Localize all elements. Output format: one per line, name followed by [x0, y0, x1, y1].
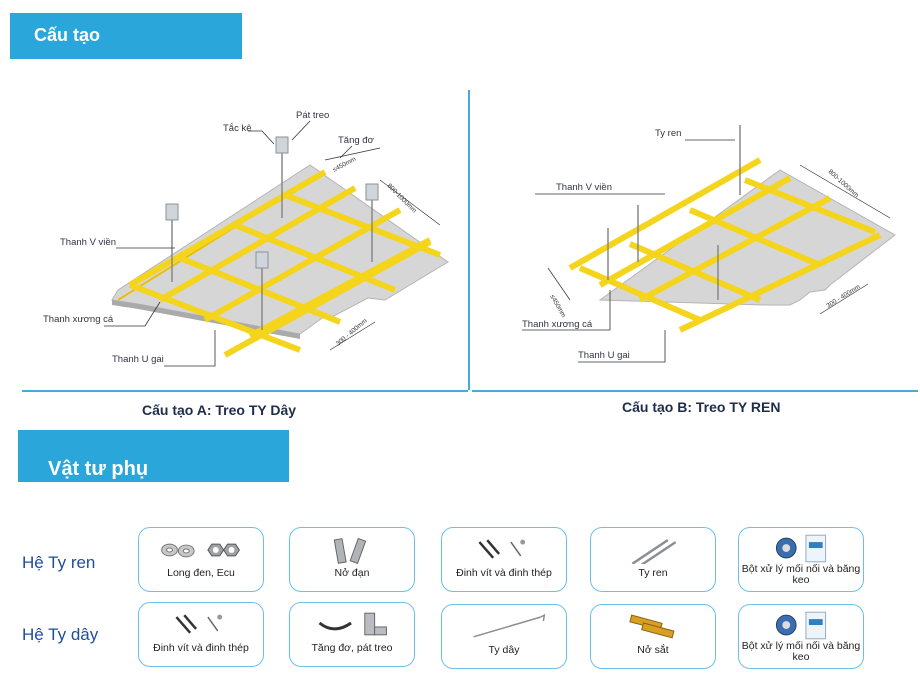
card-ty-day: Ty dây — [441, 604, 567, 669]
washer-nut-icon — [161, 543, 240, 558]
frame-bar — [598, 175, 792, 288]
item-label: Long đen, Ecu — [167, 567, 235, 579]
frame-bar — [688, 207, 822, 268]
card-bot-xu-ly: Bột xử lý mối nối và băng keo — [738, 527, 864, 592]
diagram-b: Ty ren Thanh V viền Thanh xương cá Thanh… — [522, 125, 896, 363]
hanger-bracket — [365, 183, 379, 201]
hanger-bracket — [165, 203, 179, 221]
structure-title: Cấu tạo — [34, 25, 101, 45]
label-tac-ke: Tắc kê — [223, 123, 252, 134]
item-label: Nở sắt — [637, 644, 669, 656]
row-label-ty-day: Hệ Ty dây — [22, 625, 99, 644]
card-dinh-vit: Đinh vít và đinh thép — [441, 527, 567, 592]
hanger-bracket — [255, 251, 269, 269]
screw-icon — [478, 539, 526, 559]
divider-right — [472, 390, 918, 392]
frame-bar — [578, 265, 702, 323]
item-label: Bột xử lý mối nối và băng keo — [741, 640, 861, 663]
structure-banner: Cấu tạo — [10, 13, 242, 59]
card-bot-xu-ly-2: Bột xử lý mối nối và băng keo — [738, 604, 864, 669]
row-label-ty-ren: Hệ Ty ren — [22, 553, 96, 572]
item-label: Đinh vít và đinh thép — [456, 567, 552, 579]
label-thanh-u-gai: Thanh U gai — [578, 350, 630, 361]
frame-bar — [128, 169, 327, 288]
frame-bar — [568, 157, 762, 271]
dim-a-2: 800-1000mm — [386, 182, 418, 214]
screw-icon — [175, 614, 223, 634]
card-long-den-ecu: Long đen, Ecu — [138, 527, 264, 592]
label-thanh-v-vien: Thanh V viền — [556, 182, 612, 193]
accessories-banner: Vật tư phụ — [18, 430, 289, 482]
frame-bar — [283, 192, 442, 258]
joint-compound-icon — [775, 611, 827, 640]
accessories-title: Vật tư phụ — [48, 458, 149, 480]
dim-b-3: 300 - 400mm — [825, 283, 861, 309]
steel-anchor-icon — [629, 614, 675, 639]
label-thanh-u-gai: Thanh U gai — [112, 354, 164, 365]
item-label: Ty ren — [638, 567, 668, 579]
card-no-dan: Nở đạn — [289, 527, 415, 592]
item-label: Tăng đơ, pát treo — [311, 642, 393, 654]
label-tang-do: Tăng đơ — [338, 135, 374, 146]
label-ty-ren: Ty ren — [655, 128, 681, 139]
item-label: Bột xử lý mối nối và băng keo — [741, 563, 861, 586]
hanger-icon — [318, 612, 387, 636]
card-tang-do: Tăng đơ, pát treo — [289, 602, 415, 667]
dim-a-1: ≤450mm — [332, 156, 358, 174]
diagram-a: Tắc kê Pát treo Tăng đơ Thanh V viền Tha… — [43, 110, 449, 367]
label-thanh-xuong-ca: Thanh xương cá — [522, 319, 593, 330]
label-thanh-v-vien: Thanh V viền — [60, 237, 116, 248]
card-no-sat: Nở sắt — [590, 604, 716, 669]
frame-bar — [628, 241, 762, 303]
card-ty-ren: Ty ren — [590, 527, 716, 592]
hanger-bracket — [275, 136, 289, 154]
card-dinh-vit-2: Đinh vít và đinh thép — [138, 602, 264, 667]
item-label: Ty dây — [488, 644, 520, 656]
label-thanh-xuong-ca: Thanh xương cá — [43, 314, 114, 325]
divider-left — [22, 390, 468, 392]
caption-b: Cấu tạo B: Treo TY REN — [622, 399, 781, 415]
frame-bar — [743, 177, 877, 235]
frame-bar — [223, 239, 432, 358]
dim-b-1: ≤450mm — [548, 294, 567, 319]
item-label: Nở đạn — [334, 567, 370, 579]
item-label: Đinh vít và đinh thép — [153, 642, 249, 654]
anchor-icon — [333, 537, 367, 564]
threaded-rod-icon — [631, 539, 677, 564]
frame-bar — [178, 255, 342, 325]
label-pat-treo: Pát treo — [296, 110, 329, 121]
wire-rod-icon — [473, 613, 546, 638]
caption-a: Cấu tạo A: Treo TY Dây — [142, 402, 297, 418]
frame-bar — [678, 232, 882, 333]
joint-compound-icon — [775, 534, 827, 563]
frame-bar — [128, 282, 302, 353]
divider-vertical — [468, 90, 470, 390]
frame-bar — [638, 195, 832, 303]
